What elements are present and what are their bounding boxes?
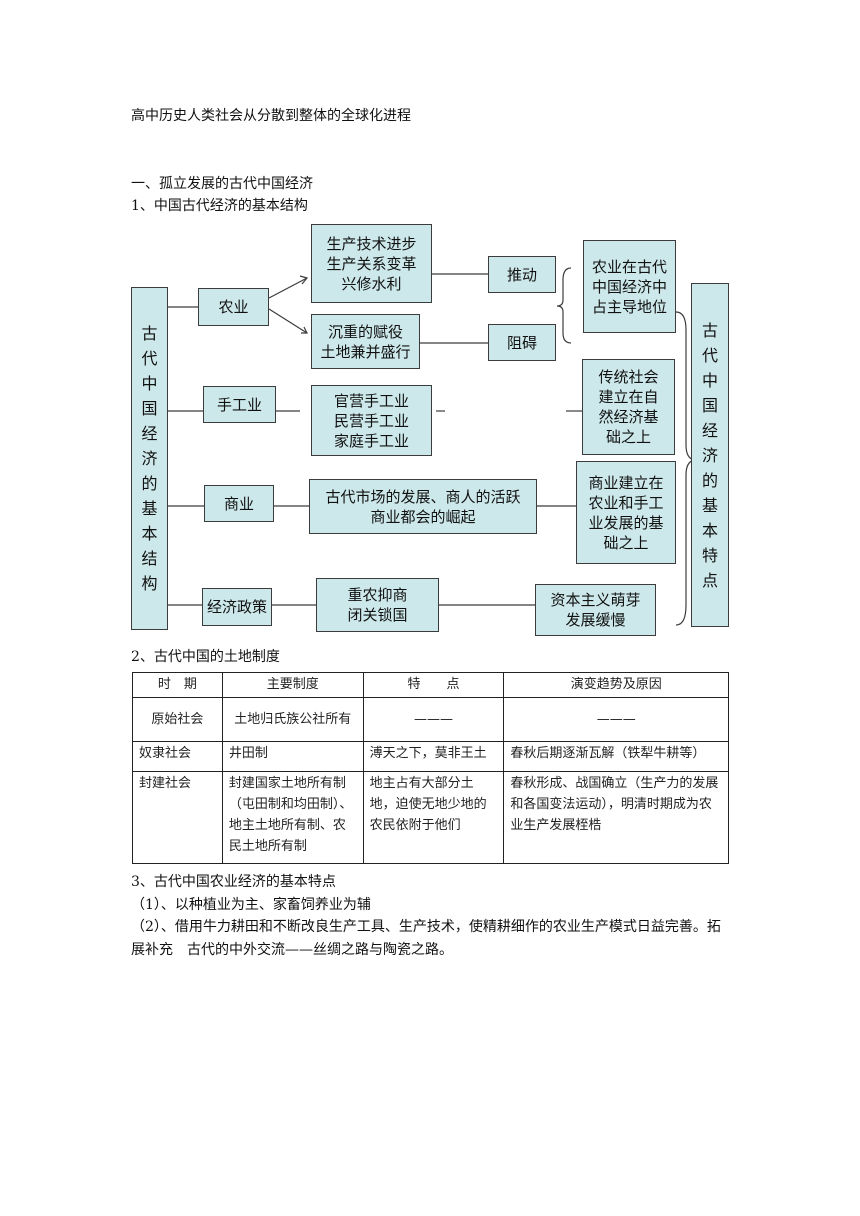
table-cell: ——— (503, 697, 729, 742)
agri-feature-box: 农业在古代 中国经济中 占主导地位 (583, 240, 676, 333)
hinder-box: 阻碍 (488, 324, 556, 361)
subsection-heading-features: 3、古代中国农业经济的基本特点 (131, 874, 336, 890)
agriculture-box: 农业 (198, 288, 269, 326)
structure-column: 古代中国经济的基本结构 (131, 287, 168, 630)
agri-negative-factors: 沉重的赋役 土地兼并盛行 (311, 314, 420, 369)
table-cell: 土地归氏族公社所有 (221, 697, 364, 742)
handicraft-types: 官营手工业 民营手工业 家庭手工业 (311, 385, 432, 456)
agri-positive-factors: 生产技术进步 生产关系变革 兴修水利 (311, 224, 432, 303)
table-row: 原始社会 土地归氏族公社所有 ——— ——— (132, 697, 729, 742)
subsection-heading-structure: 1、中国古代经济的基本结构 (131, 198, 308, 214)
promote-box: 推动 (488, 256, 556, 293)
document-title: 高中历史人类社会从分散到整体的全球化进程 (131, 108, 411, 124)
handicraft-feature-box: 传统社会 建立在自 然经济基 础之上 (582, 359, 675, 455)
table-cell: 春秋形成、战国确立（生产力的发展和各国变法运动），明清时期成为农业生产发展桎梏 (503, 771, 729, 864)
table-cell: 春秋后期逐渐瓦解（铁犁牛耕等） (503, 741, 729, 772)
table-row: 奴隶社会 井田制 溥天之下，莫非王土 春秋后期逐渐瓦解（铁犁牛耕等） (132, 741, 729, 772)
handicraft-box: 手工业 (203, 386, 276, 423)
table-header: 时 期 (132, 672, 223, 698)
table-cell: 奴隶社会 (132, 741, 223, 772)
table-row: 封建社会 封建国家土地所有制（屯田制和均田制）、地主土地所有制、农民土地所有制 … (132, 771, 729, 864)
table-cell: 原始社会 (132, 697, 223, 742)
policy-feature-box: 资本主义萌芽 发展缓慢 (535, 584, 656, 636)
table-cell: 地主占有大部分土地，迫使无地少地的农民依附于他们 (362, 771, 505, 864)
table-header-row: 时 期 主要制度 特 点 演变趋势及原因 (132, 672, 729, 698)
point-two: （2）、借用牛力耕田和不断改良生产工具、生产技术，使精耕细作的农业生产模式日益完… (131, 919, 721, 958)
table-cell: ——— (362, 697, 505, 742)
section-heading: 一、孤立发展的古代中国经济 (131, 176, 313, 192)
features-column: 古代中国经济的基本特点 (691, 283, 729, 627)
table-header: 特 点 (362, 672, 505, 698)
subsection-heading-land: 2、古代中国的土地制度 (131, 649, 280, 665)
point-one: （1）、以种植业为主、家畜饲养业为辅 (131, 897, 371, 913)
commerce-content: 古代市场的发展、商人的活跃 商业都会的崛起 (309, 479, 537, 534)
table-cell: 封建社会 (132, 771, 223, 864)
commerce-feature-box: 商业建立在 农业和手工 业发展的基 础之上 (576, 461, 676, 564)
policy-content: 重农抑商 闭关锁国 (316, 578, 439, 632)
table-cell: 溥天之下，莫非王土 (362, 741, 505, 772)
commerce-box: 商业 (204, 485, 274, 522)
table-cell: 封建国家土地所有制（屯田制和均田制）、地主土地所有制、农民土地所有制 (221, 771, 364, 864)
table-header: 主要制度 (221, 672, 364, 698)
table-header: 演变趋势及原因 (503, 672, 729, 698)
policy-box: 经济政策 (202, 588, 272, 626)
table-cell: 井田制 (221, 741, 364, 772)
land-system-table: 时 期 主要制度 特 点 演变趋势及原因 原始社会 土地归氏族公社所有 ——— … (132, 672, 729, 864)
